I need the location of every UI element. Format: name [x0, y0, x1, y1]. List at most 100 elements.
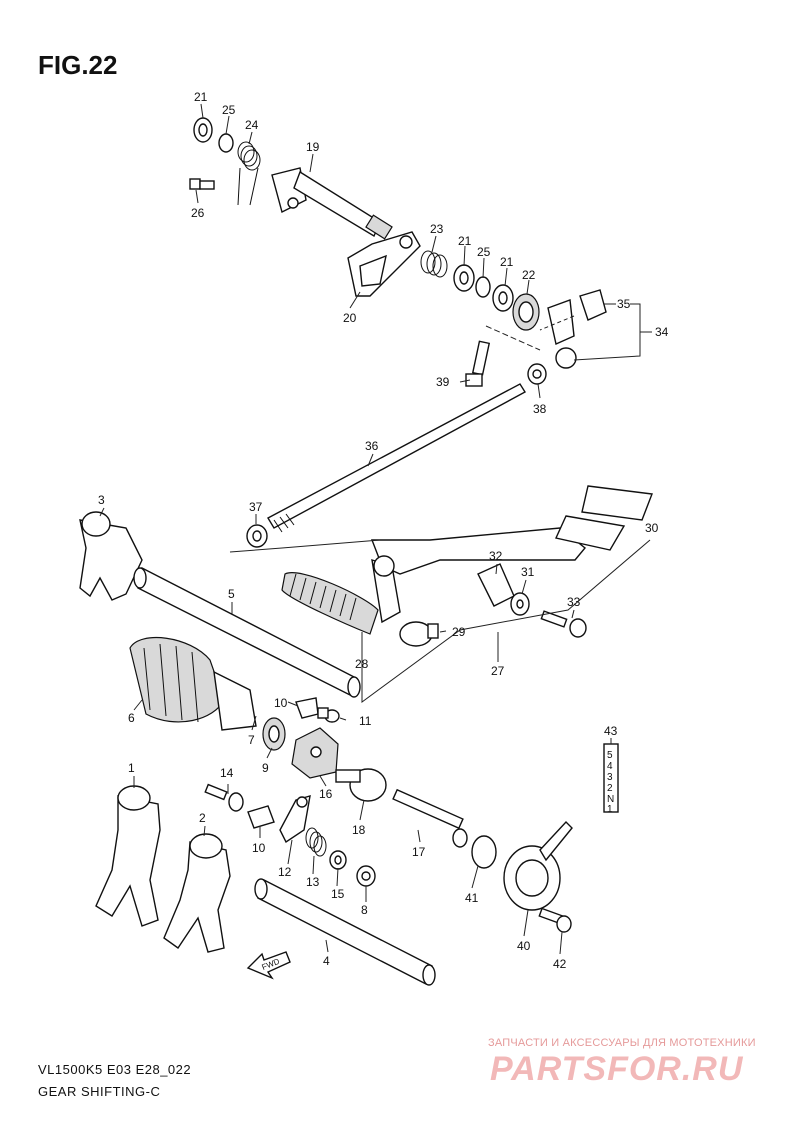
shift-fork-1 [95, 785, 161, 927]
stopper-10-bottom [247, 805, 275, 829]
bearing-9 [262, 717, 286, 751]
callout-38: 38 [533, 402, 547, 416]
fork-shaft-5 [133, 566, 361, 698]
callout-14: 14 [220, 766, 234, 780]
shift-arm-20 [347, 231, 421, 297]
spring-24 [237, 141, 261, 206]
fork-shaft-4 [254, 878, 436, 986]
callout-6: 6 [128, 711, 135, 725]
bearing-22 [512, 293, 540, 331]
callout-20: 20 [343, 311, 357, 325]
callout-15: 15 [331, 887, 345, 901]
shift-drum-6 [129, 636, 257, 731]
callout-9: 9 [262, 761, 269, 775]
forward-arrow-icon: FWD [246, 951, 291, 980]
shift-fork-2 [163, 833, 231, 953]
gear-pos-5: 5 [607, 750, 613, 761]
gear-position-switch-40 [503, 820, 573, 911]
linkage-34 [547, 289, 607, 369]
tie-rod-36 [267, 383, 526, 533]
o-ring-41 [471, 835, 497, 869]
leader-lines [99, 103, 652, 955]
callout-23: 23 [430, 222, 444, 236]
cap-29 [399, 621, 439, 647]
bolt-33 [540, 610, 587, 638]
callout-33: 33 [567, 595, 581, 609]
callout-37: 37 [249, 500, 263, 514]
shift-fork-3 [79, 511, 143, 601]
nut-8 [356, 865, 376, 887]
bolt-14 [204, 783, 244, 812]
washer-15 [329, 850, 347, 870]
callout-27: 27 [491, 664, 505, 678]
callout-21: 21 [458, 234, 472, 248]
shift-shaft-19 [271, 167, 393, 240]
callout-25: 25 [477, 245, 491, 259]
callout-19: 19 [306, 140, 320, 154]
callout-43: 43 [604, 724, 618, 738]
cam-16 [291, 727, 339, 779]
gear-pos-4: 4 [607, 761, 613, 772]
callout-31: 31 [521, 565, 535, 579]
callout-18: 18 [352, 823, 366, 837]
callout-34: 34 [655, 325, 669, 339]
callout-17: 17 [412, 845, 426, 859]
stopper-10-top [295, 697, 319, 719]
gear-pos-n: N [607, 794, 614, 805]
callout-35: 35 [617, 297, 631, 311]
callout-21: 21 [194, 90, 208, 104]
washer-21-right [492, 284, 514, 312]
callout-labels: 21 25 24 19 26 20 23 21 25 21 22 35 34 3… [98, 90, 669, 971]
model-code: VL1500K5 E03 E28_022 [38, 1062, 192, 1077]
callout-32: 32 [489, 549, 503, 563]
watermark-brand: PARTSFOR.RU [490, 1050, 744, 1088]
callout-22: 22 [522, 268, 536, 282]
callout-39: 39 [436, 375, 450, 389]
callout-1: 1 [128, 761, 135, 775]
callout-24: 24 [245, 118, 259, 132]
callout-8: 8 [361, 903, 368, 917]
stopper-arm-12 [279, 795, 311, 844]
bolt-11 [317, 707, 340, 723]
callout-29: 29 [452, 625, 466, 639]
nut-37 [246, 524, 268, 548]
callout-5: 5 [228, 587, 235, 601]
gear-pos-3: 3 [607, 772, 613, 783]
callout-13: 13 [306, 875, 320, 889]
callout-3: 3 [98, 493, 105, 507]
callout-10: 10 [252, 841, 266, 855]
callout-11: 11 [359, 714, 372, 728]
watermark-tagline: ЗАПЧАСТИ И АКСЕССУАРЫ ДЛЯ МОТОТЕХНИКИ [488, 1037, 756, 1049]
washer-21-top [193, 117, 213, 143]
washer-21-mid [453, 264, 475, 292]
circlip-25-mid [475, 276, 491, 298]
bolt-42 [538, 907, 572, 933]
spring-23 [420, 250, 448, 278]
callout-30: 30 [645, 521, 659, 535]
callout-28: 28 [355, 657, 369, 671]
spring-13 [305, 827, 327, 857]
callout-36: 36 [365, 439, 379, 453]
nut-38 [527, 363, 547, 385]
circlip-25-top [218, 133, 234, 153]
callout-10: 10 [274, 696, 288, 710]
bolt-26 [189, 178, 215, 190]
figure-title: FIG.22 [38, 50, 118, 80]
shift-lever-30 [370, 485, 653, 624]
callout-40: 40 [517, 939, 531, 953]
gear-indicator-43: 5 4 3 2 N 1 [603, 743, 619, 815]
callout-21: 21 [500, 255, 514, 269]
callout-2: 2 [199, 811, 206, 825]
washer-31 [510, 592, 530, 616]
callout-12: 12 [278, 865, 292, 879]
callout-42: 42 [553, 957, 567, 971]
gear-pos-2: 2 [607, 783, 613, 794]
callout-7: 7 [248, 733, 255, 747]
bolt-39 [465, 340, 491, 387]
diagram-name: GEAR SHIFTING-C [38, 1084, 161, 1099]
bolt-17 [392, 788, 468, 848]
callout-4: 4 [323, 954, 330, 968]
callout-25: 25 [222, 103, 236, 117]
